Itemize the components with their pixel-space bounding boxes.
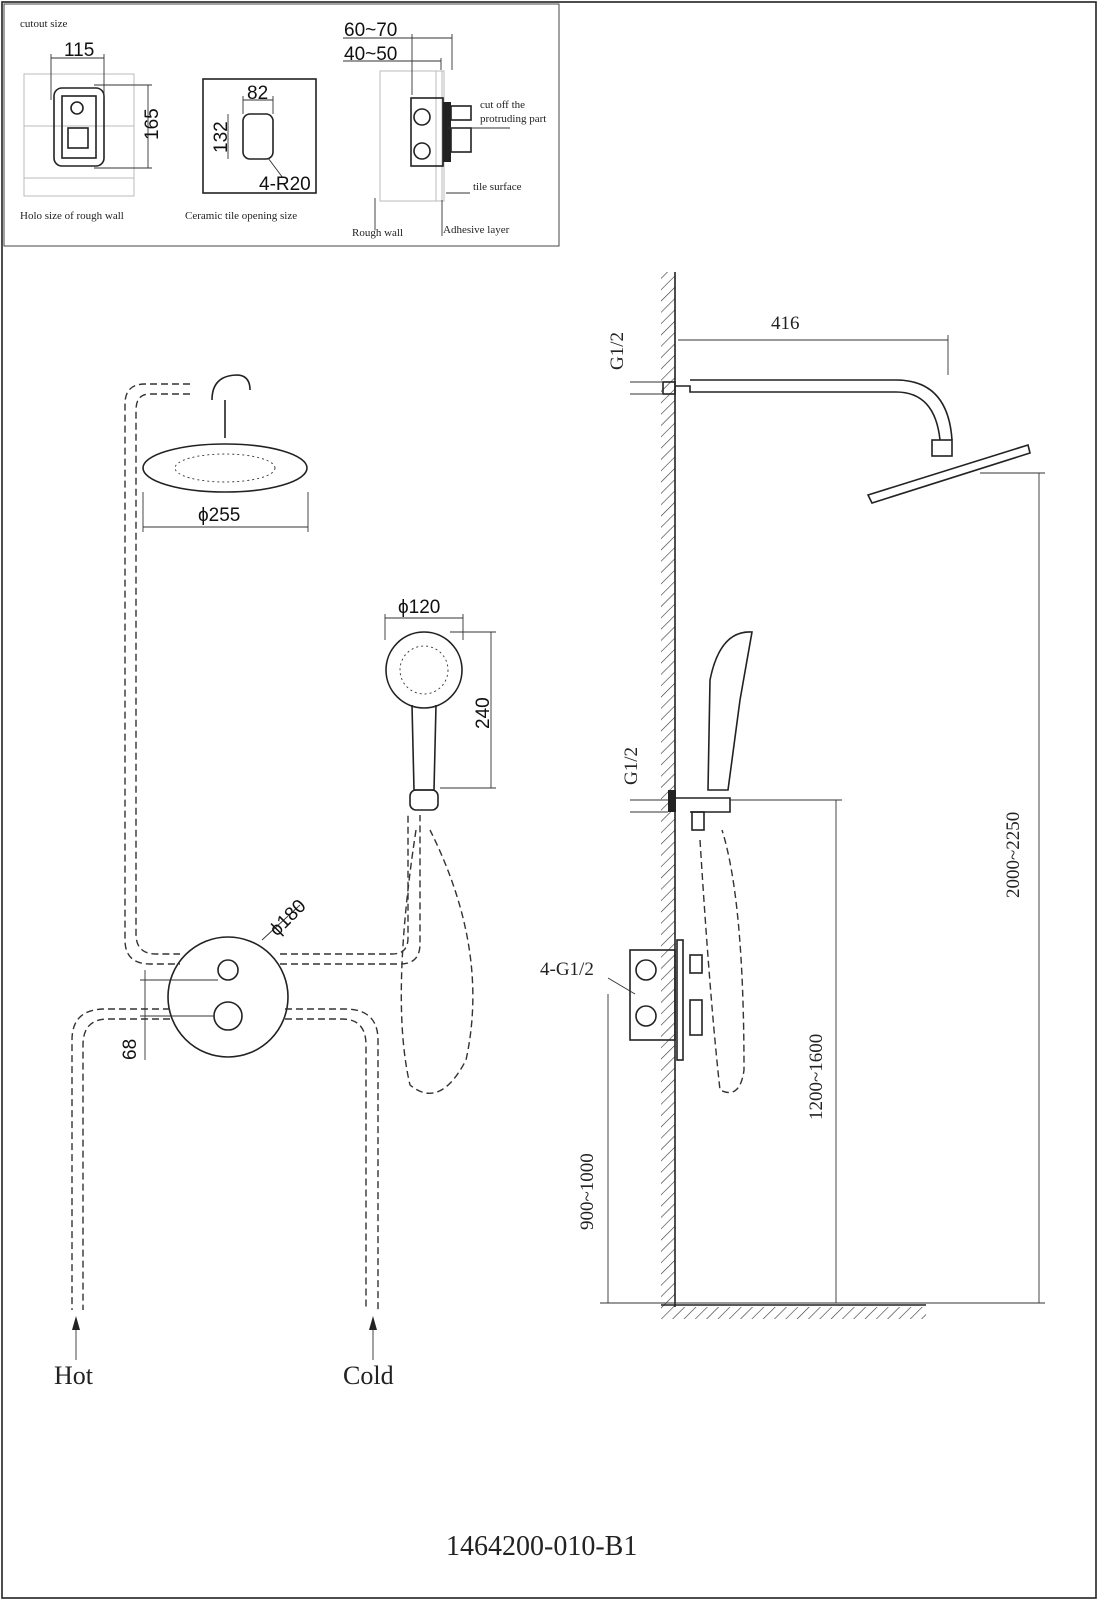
wall-section: 60~70 40~50 cut off the protruding part … (343, 20, 546, 239)
cold-inlet-label: Cold (343, 1361, 394, 1390)
depth-max-dim: 60~70 (344, 20, 397, 41)
tile-surface-label: tile surface (473, 181, 522, 193)
cutout-size-label: cutout size (20, 18, 67, 30)
depth-min-dim: 40~50 (344, 44, 397, 65)
arm-thread-label: G1/2 (607, 332, 628, 370)
drawing-number: 1464200-010-B1 (446, 1531, 637, 1562)
side-rain-head (866, 443, 1031, 504)
tile-opening-caption: Ceramic tile opening size (185, 210, 297, 222)
tile-opening: 82 132 4-R20 Ceramic tile opening size (185, 78, 317, 222)
side-valve-body (629, 949, 676, 1041)
tile-width-dim: 82 (247, 83, 268, 104)
rough-width-dim: 115 (64, 40, 94, 61)
valve-diameter-dim: ϕ180 (266, 896, 311, 941)
rough-wall-caption: Holo size of rough wall (20, 210, 124, 222)
head-height-dim: 2000~2250 (1003, 812, 1024, 898)
outlet-thread-label: G1/2 (621, 747, 642, 785)
rain-shower-head (142, 443, 308, 493)
rough-wall-label: Rough wall (352, 227, 403, 239)
valve-threads-label: 4-G1/2 (540, 959, 594, 980)
temperature-knob (213, 1001, 243, 1031)
installation-inset: cutout size 115 165 Holo size of rough w… (3, 3, 560, 247)
front-view: ϕ255 ϕ120 240 ϕ180 68 Hot Cold (54, 374, 496, 1390)
rough-height-dim: 165 (142, 108, 163, 140)
side-hand-shower (707, 631, 753, 791)
diverter-knob (217, 959, 239, 981)
side-view: 416 G1/2 G1/2 4-G1/2 2000~2250 1200~1600… (540, 272, 1045, 1319)
outlet-height-dim: 1200~1600 (806, 1034, 827, 1120)
adhesive-layer-label: Adhesive layer (443, 224, 510, 236)
tile-radius-dim: 4-R20 (259, 174, 311, 195)
hand-shower (385, 631, 463, 709)
tile-height-dim: 132 (211, 121, 232, 153)
cut-note-line2: protruding part (480, 113, 546, 125)
rough-wall-cutout: 115 165 Holo size of rough wall (20, 40, 163, 222)
thermostatic-valve-plate (167, 936, 289, 1058)
hand-diameter-dim: ϕ120 (398, 597, 440, 618)
hand-length-dim: 240 (473, 697, 494, 729)
hot-inlet-label: Hot (54, 1361, 94, 1390)
valve-height-dim: 900~1000 (577, 1153, 598, 1230)
head-diameter-dim: ϕ255 (198, 505, 240, 526)
valve-spacing-dim: 68 (120, 1039, 141, 1060)
arm-length-dim: 416 (771, 313, 800, 334)
cut-note-line1: cut off the (480, 99, 525, 111)
